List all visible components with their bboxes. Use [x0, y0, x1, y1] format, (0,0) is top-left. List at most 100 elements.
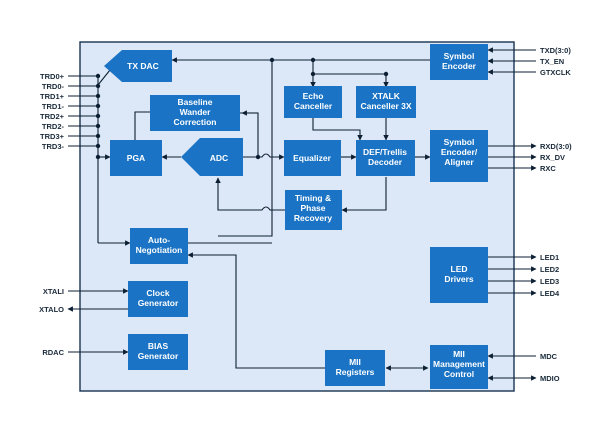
- block-label-line: Drivers: [444, 274, 474, 284]
- xtalo-pin-label: XTALO: [39, 305, 64, 314]
- rxc-pin-label: RXC: [540, 164, 556, 173]
- junction-dot: [95, 103, 101, 109]
- block-label-line: Generator: [138, 298, 179, 308]
- block-label-line: Correction: [174, 117, 217, 127]
- junction-dots: [95, 57, 389, 160]
- baseline-wander-block: [150, 95, 240, 131]
- encoder-to-autoneg: [218, 60, 273, 237]
- junction-dot: [95, 73, 101, 79]
- led2-pin-label: LED2: [540, 265, 559, 274]
- xtali-pin-label: XTALI: [43, 287, 64, 296]
- junction-dot: [383, 71, 389, 77]
- trd-pin-label: TRD1+: [40, 92, 65, 101]
- junction-dot: [95, 93, 101, 99]
- timing-phase-block: [285, 190, 342, 230]
- pga-to-baseline: [134, 111, 150, 143]
- tx-dac-block: [104, 50, 172, 82]
- trd-pin-label: TRD2-: [42, 122, 65, 131]
- def-to-timing: [341, 177, 387, 213]
- adc-block: [181, 138, 243, 176]
- block-label-line: DEF/Trellis: [363, 147, 407, 157]
- mdc-pin-label: MDC: [540, 352, 558, 361]
- block-label-line: TX DAC: [127, 61, 159, 71]
- block-label-line: MII: [453, 349, 465, 359]
- equalizer-block: [284, 140, 341, 176]
- xtalk-canceller-block: [356, 86, 416, 118]
- block-label-line: PGA: [127, 153, 145, 163]
- auto-negotiation-block: [130, 228, 188, 264]
- clock-generator-block: [128, 281, 188, 317]
- txen-pin-label: TX_EN: [540, 57, 564, 66]
- trd-pin-label: TRD1-: [42, 102, 65, 111]
- led1-pin-label: LED1: [540, 253, 559, 262]
- txdac-to-bus: [97, 69, 111, 86]
- block-label-line: Auto-: [148, 235, 170, 245]
- block-label-line: Phase: [300, 203, 325, 213]
- adc-label: ADC: [210, 153, 228, 163]
- adc-to-equalizer: [243, 153, 285, 160]
- block-label-line: MII: [349, 357, 361, 367]
- echo-to-def: [312, 118, 363, 141]
- block-label-line: Decoder: [368, 157, 403, 167]
- block-label-line: Generator: [138, 351, 179, 361]
- block-label-line: Canceller 3X: [360, 101, 411, 111]
- trd-pin-label: TRD0-: [42, 82, 65, 91]
- pga-label: PGA: [127, 153, 145, 163]
- block-label-line: Encoder: [442, 61, 477, 71]
- trd-pin-label: TRD2+: [40, 112, 65, 121]
- block-label-line: Timing &: [295, 193, 331, 203]
- left-pin-labels: TRD0+ TRD0- TRD1+ TRD1- TRD2+ TRD2- TRD3…: [39, 72, 64, 357]
- rxd-pin-label: RXD(3:0): [540, 142, 572, 151]
- mii-management-block: [430, 345, 488, 389]
- junction-dot: [255, 154, 261, 160]
- trd-pin-label: TRD3+: [40, 132, 65, 141]
- block-label-line: Control: [444, 369, 474, 379]
- block-label-line: Recovery: [294, 213, 333, 223]
- junction-dot: [95, 154, 101, 160]
- right-pin-labels: TXD(3:0) TX_EN GTXCLK RXD(3:0) RX_DV RXC…: [540, 46, 572, 383]
- block-label-line: BIAS: [148, 341, 169, 351]
- junction-dot: [269, 57, 275, 63]
- block-label-line: Negotiation: [136, 245, 183, 255]
- def-trellis-block: [356, 140, 415, 176]
- tx-dac-label: TX DAC: [127, 61, 159, 71]
- block-label-line: Symbol: [444, 51, 475, 61]
- bias-generator-block: [128, 334, 188, 370]
- block-label-line: Wander: [180, 107, 212, 117]
- led3-pin-label: LED3: [540, 277, 559, 286]
- block-label-line: Clock: [146, 288, 169, 298]
- txd-pin-label: TXD(3:0): [540, 46, 571, 55]
- block-label-line: Management: [433, 359, 485, 369]
- junction-dot: [310, 57, 316, 63]
- mdio-pin-label: MDIO: [540, 374, 560, 383]
- equalizer-label: Equalizer: [293, 153, 331, 163]
- block-label-line: Registers: [336, 367, 375, 377]
- rdac-pin-label: RDAC: [42, 348, 64, 357]
- led4-pin-label: LED4: [540, 289, 560, 298]
- junction-dot: [310, 71, 316, 77]
- block-label-line: Aligner: [444, 157, 474, 167]
- block-label-line: XTALK: [372, 91, 401, 101]
- junction-dot: [95, 83, 101, 89]
- block-label-line: ADC: [210, 153, 228, 163]
- block-label-line: Symbol: [444, 137, 475, 147]
- timing-to-adc: [215, 177, 285, 211]
- trd-pin-label: TRD0+: [40, 72, 65, 81]
- symbol-aligner-block: [430, 130, 488, 182]
- pga-block: [110, 140, 162, 176]
- rxdv-pin-label: RX_DV: [540, 153, 565, 162]
- junction-dot: [95, 123, 101, 129]
- auto-negotiation-label: Auto-Negotiation: [136, 235, 183, 255]
